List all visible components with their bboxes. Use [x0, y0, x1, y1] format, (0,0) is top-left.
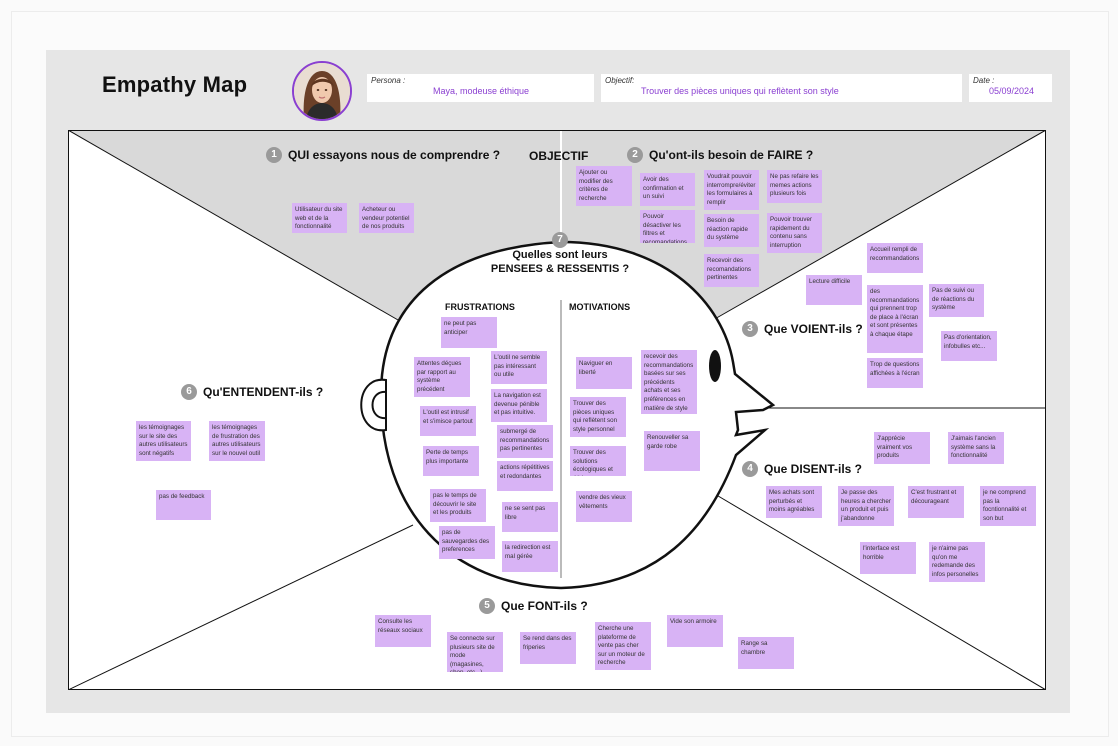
section-number-badge: 7 [552, 232, 568, 248]
page-title: Empathy Map [102, 72, 248, 97]
section-pensees-title-line2: PENSEES & RESSENTIS ? [490, 263, 630, 275]
persona-label: Persona : [371, 76, 406, 85]
sticky-note[interactable]: Je passe des heures a chercher un produi… [838, 486, 894, 526]
section-voient-title: Que VOIENT-ils ? [764, 322, 863, 336]
sticky-note[interactable]: Lecture difficile [806, 275, 862, 305]
sticky-note[interactable]: C'est frustrant et décourageant [908, 486, 964, 518]
sticky-note[interactable]: Ne pas refaire les memes actions plusieu… [767, 170, 822, 203]
sticky-note[interactable]: Pas de suivi ou de réactions du système [929, 284, 984, 317]
sticky-note[interactable]: des recommandations qui prennent trop de… [867, 285, 923, 353]
sticky-note[interactable]: actions répétitives et redondantes [497, 461, 553, 491]
section-voient: 3 Que VOIENT-ils ? [742, 321, 863, 337]
objectif-label: Objectif: [605, 76, 635, 85]
date-value: 05/09/2024 [989, 86, 1035, 96]
sticky-note[interactable]: Recevoir des recomandations pertinentes [704, 254, 759, 287]
section-disent-title: Que DISENT-ils ? [764, 462, 863, 476]
sticky-note[interactable]: Se connecte sur plusieurs site de mode (… [447, 632, 503, 672]
sticky-note[interactable]: J'aimais l'ancien système sans la foncti… [948, 432, 1004, 464]
sticky-note[interactable]: Cherche une plateforme de vente pas cher… [595, 622, 651, 670]
persona-field[interactable]: Persona : Maya, modeuse éthique [367, 74, 594, 102]
sticky-note[interactable]: Accueil rempli de recommandations [867, 243, 923, 273]
section-disent: 4 Que DISENT-ils ? [742, 461, 862, 477]
section-faire-title: Qu'ont-ils besoin de FAIRE ? [649, 148, 814, 162]
sticky-note[interactable]: vendre des vieux vêtements [576, 491, 632, 522]
section-number-badge: 2 [627, 147, 643, 163]
sticky-note[interactable]: Vide son armoire [667, 615, 723, 647]
motivations-heading: MOTIVATIONS [569, 302, 631, 312]
sticky-note[interactable]: Utilisateur du site web et de la fonctio… [292, 203, 347, 233]
sticky-note[interactable]: pas de sauvegardes des preferences [439, 526, 495, 559]
sticky-note[interactable]: Perte de temps plus importante [423, 446, 479, 476]
section-number-badge: 4 [742, 461, 758, 477]
sticky-note[interactable]: L'outil ne semble pas intéressant ou uti… [491, 351, 547, 384]
section-number-badge: 3 [742, 321, 758, 337]
objectif-value: Trouver des pièces uniques qui reflètent… [641, 86, 839, 96]
sticky-note[interactable]: Pouvoir désactiver les filtres et recoma… [640, 210, 695, 243]
persona-avatar [292, 61, 352, 121]
avatar-portrait-icon [294, 63, 350, 119]
section-entendent-title: Qu'ENTENDENT-ils ? [203, 385, 324, 399]
sticky-note[interactable]: Pouvoir trouver rapidement du contenu sa… [767, 213, 822, 253]
section-font: 5 Que FONT-ils ? [479, 598, 588, 614]
section-number-badge: 1 [266, 147, 282, 163]
sticky-note[interactable]: Naviguer en liberté [576, 357, 632, 389]
sticky-note[interactable]: l'interface est horrible [860, 542, 916, 574]
sticky-note[interactable]: Renouveller sa garde robe [644, 431, 700, 471]
sticky-note[interactable]: les témoignages de frustration des autre… [209, 421, 265, 461]
sticky-note[interactable]: les témoignages sur le site des autres u… [136, 421, 191, 461]
sticky-note[interactable]: Trop de questions affichées à l'écran [867, 358, 923, 388]
objectif-field[interactable]: Objectif: Trouver des pièces uniques qui… [601, 74, 962, 102]
date-field[interactable]: Date : 05/09/2024 [969, 74, 1052, 102]
section-number-badge: 5 [479, 598, 495, 614]
sticky-note[interactable]: L'outil est intrusif et s'imisce partout [420, 406, 476, 436]
sticky-note[interactable]: la redirection est mal gérée [502, 541, 558, 572]
sticky-note[interactable]: Se rend dans des friperies [520, 632, 576, 664]
section-qui-title: QUI essayons nous de comprendre ? [288, 148, 501, 162]
section-font-title: Que FONT-ils ? [501, 599, 588, 613]
section-number-badge: 6 [181, 384, 197, 400]
sticky-note[interactable]: Mes achats sont perturbés et moins agréa… [766, 486, 822, 518]
frustrations-heading: FRUSTRATIONS [445, 302, 515, 312]
sticky-note[interactable]: Acheteur ou vendeur potentiel de nos pro… [359, 203, 414, 233]
section-pensees: 7 Quelles sont leurs PENSEES & RESSENTIS… [480, 232, 640, 276]
section-qui: 1 QUI essayons nous de comprendre ? [266, 147, 500, 163]
sticky-note[interactable]: pas de feedback [156, 490, 211, 520]
sticky-note[interactable]: submergé de recommandations pas pertinen… [497, 425, 553, 458]
sticky-note[interactable]: La navigation est devenue pénible et pas… [491, 389, 547, 422]
sticky-note[interactable]: Trouver des solutions écologiques et éth… [570, 446, 626, 476]
sticky-note[interactable]: Besoin de réaction rapide du système [704, 214, 759, 247]
sticky-note[interactable]: je ne comprend pas la focntionnalité et … [980, 486, 1036, 526]
date-label: Date : [973, 76, 995, 85]
section-faire: 2 Qu'ont-ils besoin de FAIRE ? [627, 147, 813, 163]
sticky-note[interactable]: Attentes déçues par rapport au système p… [414, 357, 470, 397]
persona-value: Maya, modeuse éthique [433, 86, 530, 96]
sticky-note[interactable]: ne peut pas anticiper [441, 317, 497, 348]
sticky-note[interactable]: recevoir des recommandations basées sur … [641, 350, 697, 414]
sticky-note[interactable]: Ajouter ou modifier des critères de rech… [576, 166, 632, 206]
sticky-note[interactable]: Trouver des pièces uniques qui reflètent… [570, 397, 626, 437]
sticky-note[interactable]: ne se sent pas libre [502, 502, 558, 532]
sticky-note[interactable]: pas le temps de découvrir le site et les… [430, 489, 486, 522]
sticky-note[interactable]: Consulte les réseaux sociaux [375, 615, 431, 647]
sticky-note[interactable]: Voudrait pouvoir interrompre/éviter les … [704, 170, 759, 210]
sticky-note[interactable]: je n'aime pas qu'on me redemande des inf… [929, 542, 985, 582]
sticky-note[interactable]: Range sa chambre [738, 637, 794, 669]
sticky-note[interactable]: Pas d'orientation, infobulles etc... [941, 331, 997, 361]
sticky-note[interactable]: J'apprécie vraiment vos produits [874, 432, 930, 464]
sticky-note[interactable]: Avoir des confirmation et un suivi [640, 173, 695, 206]
section-entendent: 6 Qu'ENTENDENT-ils ? [181, 384, 323, 400]
section-pensees-title-line1: Quelles sont leurs [512, 249, 608, 261]
section-objectif-label: OBJECTIF [529, 149, 589, 163]
